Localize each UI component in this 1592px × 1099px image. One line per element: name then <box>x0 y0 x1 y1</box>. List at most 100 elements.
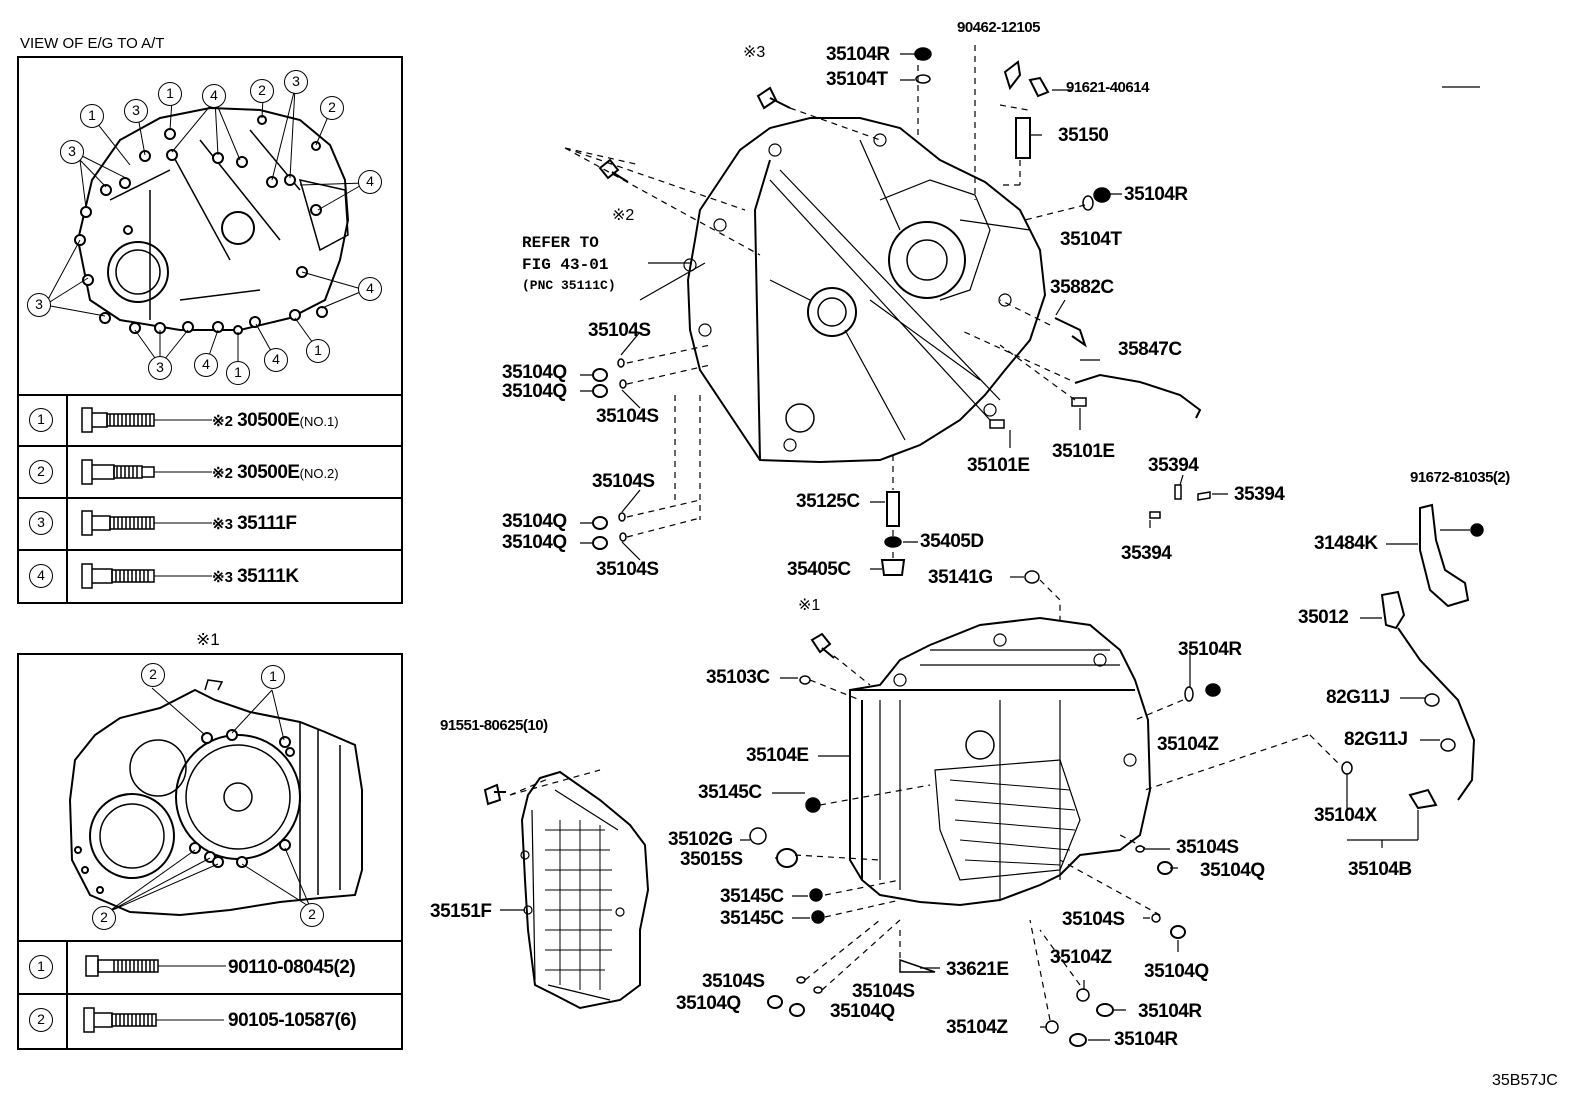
legend-divider <box>17 993 403 995</box>
legend-mark: ※3 <box>212 569 233 586</box>
callout-number: 3 <box>124 99 148 123</box>
dashed-lines <box>509 45 1341 1021</box>
view-panel-frame <box>17 56 403 604</box>
legend-part-number: 35111F <box>237 513 297 534</box>
part-label: 35104Q <box>502 511 567 532</box>
part-label: 91551-80625(10) <box>440 717 548 734</box>
legend-part-number: 30500E <box>237 410 300 431</box>
legend-divider <box>17 549 403 551</box>
part-label: 35104Q <box>502 381 567 402</box>
callout-number: 4 <box>358 277 382 301</box>
legend-column-divider <box>66 394 68 604</box>
part-label: 35145C <box>720 886 784 907</box>
part-label: 35104Q <box>676 993 741 1014</box>
part-label: 33621E <box>946 959 1009 980</box>
refer-note-line2: FIG 43-01 <box>522 256 609 274</box>
view-panel-frame <box>17 653 403 1050</box>
callout-number: 1 <box>261 665 285 689</box>
part-label: 35104Z <box>1050 947 1112 968</box>
legend-row: ※3 35111F <box>212 513 297 535</box>
callout-number: 4 <box>194 353 218 377</box>
callout-number: 2 <box>320 96 344 120</box>
leader-lines <box>500 53 1480 1041</box>
part-label: 35394 <box>1148 455 1199 476</box>
part-label: 35104Q <box>830 1001 895 1022</box>
callout-number: 4 <box>202 84 226 108</box>
part-label: 35151F <box>430 901 492 922</box>
part-label: 35141G <box>928 567 993 588</box>
legend-number: 4 <box>29 564 53 588</box>
transaxle-case <box>849 616 1152 907</box>
part-label: 35104S <box>1062 909 1125 930</box>
legend-part-number: 30500E <box>237 462 300 483</box>
legend-row: ※2 30500E(NO.2) <box>212 462 339 484</box>
mark-m2: ※2 <box>612 207 635 224</box>
legend-row: 90110-08045(2) <box>228 957 356 979</box>
refer-note-line3: (PNC 35111C) <box>522 278 616 293</box>
part-label: 35104R <box>826 44 890 65</box>
callout-number: 3 <box>148 356 172 380</box>
callout-number: 1 <box>226 361 250 385</box>
legend-mark: ※3 <box>212 516 233 533</box>
callout-number: 4 <box>358 170 382 194</box>
converter-side-bolt-holes <box>74 729 295 894</box>
legend-number: 2 <box>29 460 53 484</box>
part-label: 35150 <box>1058 125 1109 146</box>
mark-m1: ※1 <box>798 597 821 614</box>
eg-to-at-housing-view <box>76 106 350 331</box>
legend-number: 2 <box>29 1008 53 1032</box>
legend-divider <box>17 445 403 447</box>
part-label: 35394 <box>1121 543 1172 564</box>
part-label: 35015S <box>680 849 743 870</box>
callout-number: 2 <box>300 903 324 927</box>
part-label: 35104T <box>1060 229 1122 250</box>
diagram-code: 35B57JC <box>1492 1072 1558 1089</box>
legend-qualifier: (NO.1) <box>299 414 339 429</box>
legend-number: 1 <box>29 955 53 979</box>
part-label: 35012 <box>1298 607 1349 628</box>
part-label: 35104S <box>588 320 651 341</box>
callout-number: 1 <box>158 82 182 106</box>
oil-pan <box>520 770 650 1010</box>
legend-divider <box>17 497 403 499</box>
legend-part-number: 35111K <box>237 566 299 587</box>
part-label: 91672-81035(2) <box>1410 469 1510 486</box>
part-label: 35101E <box>967 455 1030 476</box>
part-label: 35104Q <box>1200 860 1265 881</box>
legend-mark: ※2 <box>212 413 233 430</box>
part-label: 90462-12105 <box>957 19 1040 36</box>
legend-divider <box>17 394 403 396</box>
part-label: 82G11J <box>1344 729 1408 750</box>
part-label: 35104Q <box>502 532 567 553</box>
callout-number: 2 <box>250 79 274 103</box>
refer-note-line1: REFER TO <box>522 234 599 252</box>
callout-number: 2 <box>141 663 165 687</box>
part-label: 35882C <box>1050 277 1114 298</box>
part-label: 35104S <box>702 971 765 992</box>
part-label: 35405C <box>787 559 851 580</box>
part-label: 35104S <box>852 981 915 1002</box>
converter-side-callout-leaders <box>107 687 311 913</box>
part-label: 35103C <box>706 667 770 688</box>
legend-qualifier: (NO.2) <box>299 466 339 481</box>
legend-number: 1 <box>29 408 53 432</box>
part-label: 35104S <box>596 406 659 427</box>
part-label: 35104Z <box>946 1017 1008 1038</box>
view-title: ※1 <box>196 630 220 649</box>
callout-number: 1 <box>80 104 104 128</box>
callout-number: 3 <box>284 70 308 94</box>
legend-row: ※2 30500E(NO.1) <box>212 410 339 432</box>
callout-number: 3 <box>60 140 84 164</box>
part-label: 35104Q <box>502 362 567 383</box>
part-label: 35104S <box>596 559 659 580</box>
mark-m3: ※3 <box>743 44 766 61</box>
part-label: 35125C <box>796 491 860 512</box>
legend-number: 3 <box>29 511 53 535</box>
part-label: 35104B <box>1348 859 1412 880</box>
part-label: 31484K <box>1314 533 1378 554</box>
part-label: 35104Q <box>1144 961 1209 982</box>
callout-number: 4 <box>264 348 288 372</box>
part-label: 35101E <box>1052 441 1115 462</box>
callout-number: 2 <box>92 906 116 930</box>
